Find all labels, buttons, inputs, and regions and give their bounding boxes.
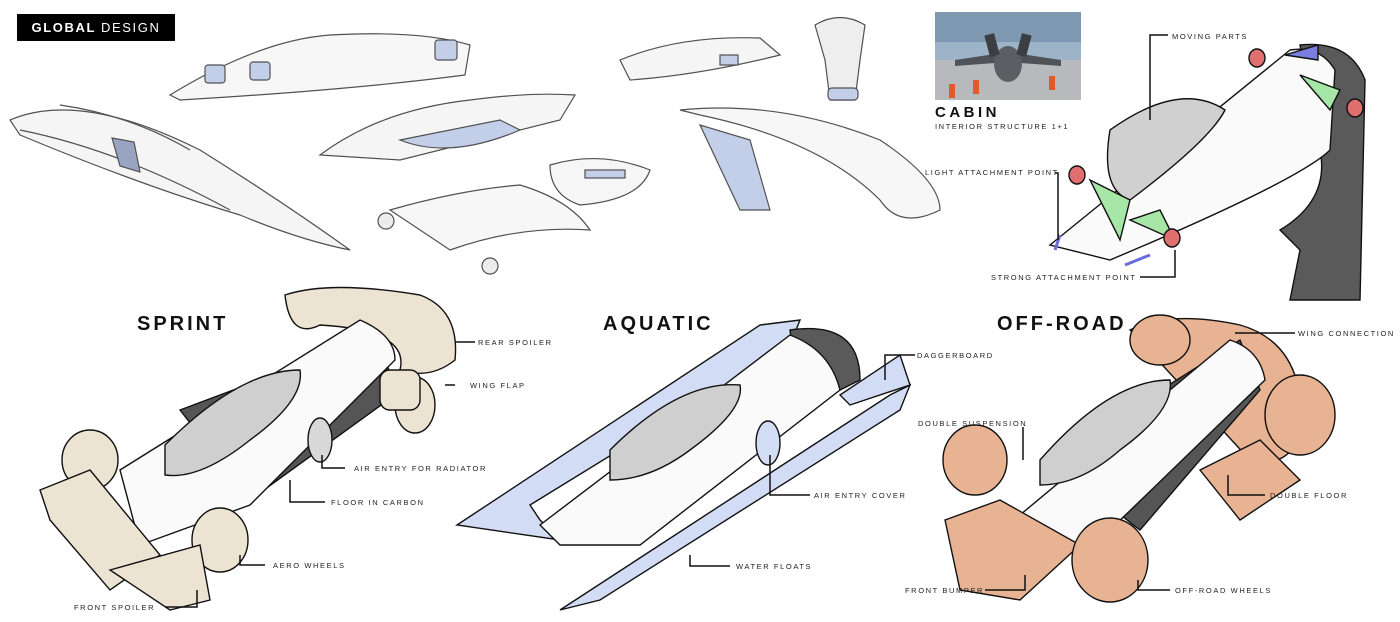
aquatic-title: AQUATIC [603,313,714,335]
callout-off-road-wheels: OFF-ROAD WHEELS [1175,586,1272,595]
callout-light-attachment-point: LIGHT ATTACHMENT POINT [925,168,1059,177]
cabin-subtitle: INTERIOR STRUCTURE 1+1 [935,122,1070,131]
callout-floor-in-carbon: FLOOR IN CARBON [331,498,425,507]
brand-badge: GLOBAL DESIGN [17,14,175,41]
brand-bold: GLOBAL [31,20,97,35]
callout-double-floor: DOUBLE FLOOR [1270,491,1348,500]
cabin-title: CABIN [935,104,1000,121]
callout-air-entry-cover: AIR ENTRY COVER [814,491,907,500]
callout-rear-spoiler: REAR SPOILER [478,338,553,347]
callout-front-spoiler: FRONT SPOILER [74,603,156,612]
sprint-title: SPRINT [137,313,229,335]
callout-moving-parts: MOVING PARTS [1172,32,1249,41]
callout-water-floats: WATER FLOATS [736,562,813,571]
cabin-reference-photo [935,12,1081,100]
callout-air-entry-for-radiator: AIR ENTRY FOR RADIATOR [354,464,487,473]
brand-light: DESIGN [101,20,161,35]
callout-strong-attachment-point: STRONG ATTACHMENT POINT [991,273,1137,282]
callout-wing-connection: WING CONNECTION [1298,329,1395,338]
callout-front-bumper: FRONT BUMPER [905,586,985,595]
callout-double-suspension: DOUBLE SUSPENSION [918,419,1028,428]
off-road-title: OFF-ROAD [997,313,1127,335]
callout-aero-wheels: AERO WHEELS [273,561,346,570]
callout-daggerboard: DAGGERBOARD [917,351,994,360]
callout-wing-flap: WING FLAP [470,381,526,390]
